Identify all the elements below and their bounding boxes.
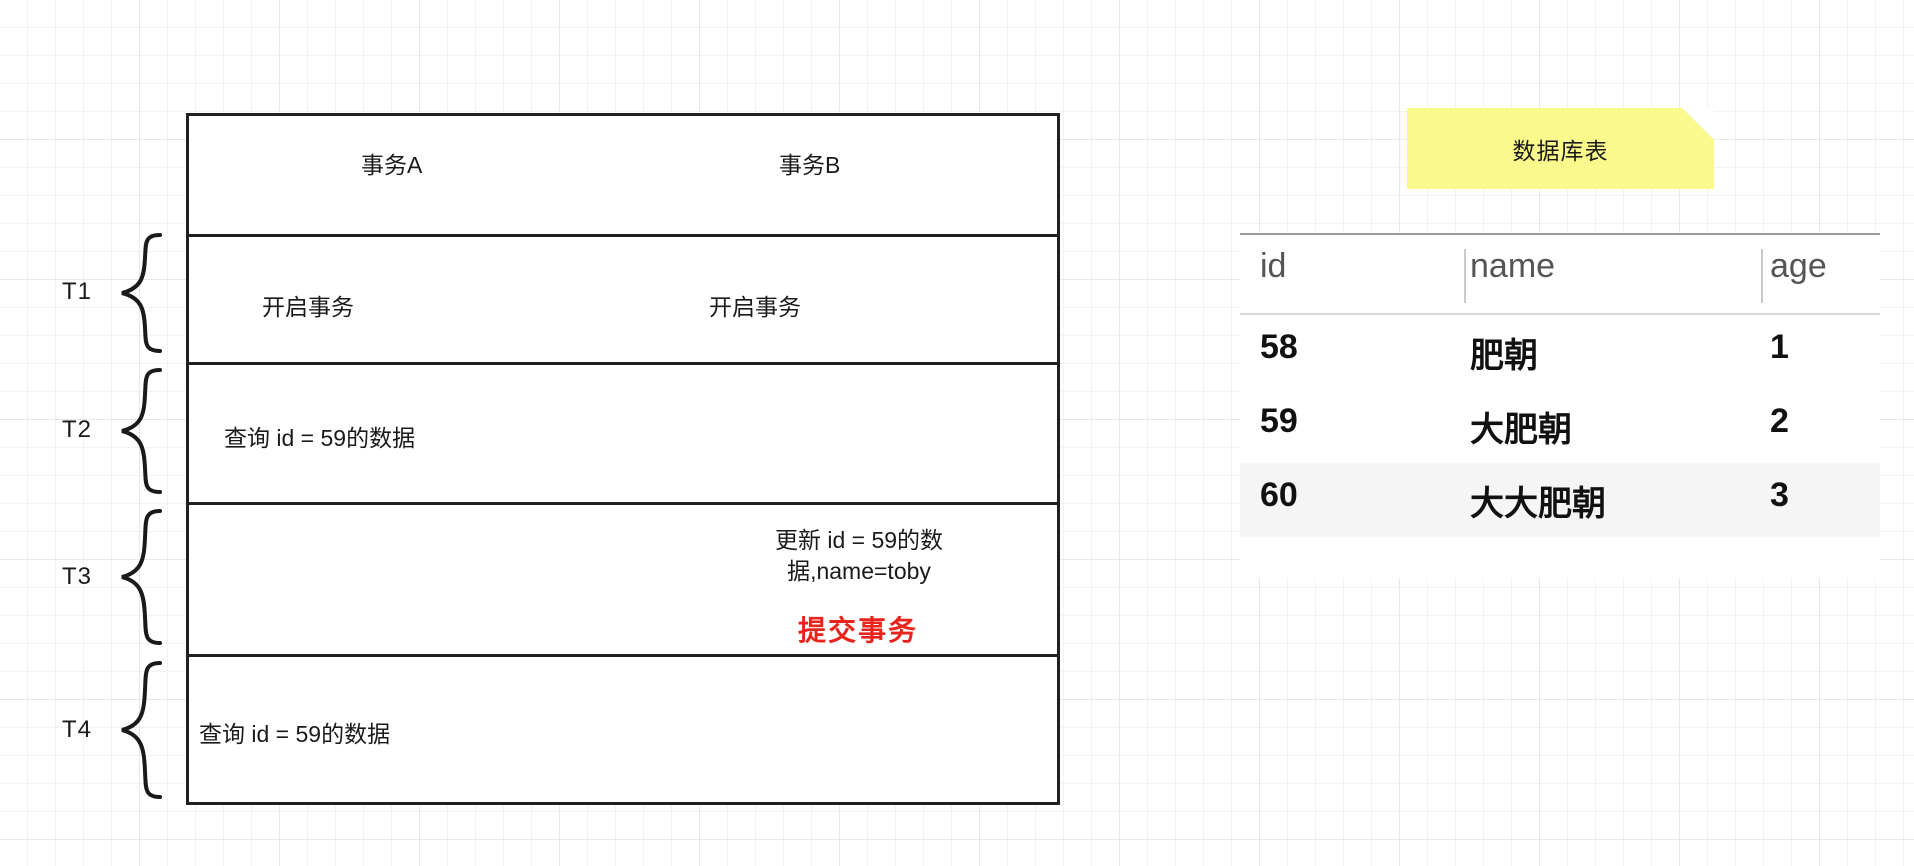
diagram-header-row: 事务A 事务B bbox=[189, 116, 1057, 234]
sticky-note-fold-cut bbox=[1682, 108, 1714, 140]
t1-transaction-b-action: 开启事务 bbox=[709, 294, 801, 320]
cell-age: 2 bbox=[1770, 402, 1789, 440]
cell-id: 59 bbox=[1260, 402, 1298, 440]
sticky-note-body bbox=[1407, 108, 1714, 189]
diagram-row-t3: 更新 id = 59的数据,name=toby 提交事务 bbox=[189, 502, 1057, 654]
t3-commit-highlight: 提交事务 bbox=[797, 615, 918, 646]
t1-transaction-a-action: 开启事务 bbox=[262, 294, 354, 320]
column-divider-1 bbox=[1464, 249, 1466, 303]
brace-t1 bbox=[108, 232, 168, 354]
column-header-age: age bbox=[1770, 247, 1827, 285]
cell-id: 58 bbox=[1260, 328, 1298, 366]
brace-t4 bbox=[108, 660, 168, 800]
t2-transaction-a-action: 查询 id = 59的数据 bbox=[224, 425, 416, 451]
sticky-note-label: 数据库表 bbox=[1512, 137, 1609, 164]
transaction-a-label: 事务A bbox=[361, 152, 423, 178]
sticky-note[interactable]: 数据库表 bbox=[1407, 108, 1714, 189]
table-row: 60 大大肥朝 3 bbox=[1240, 463, 1880, 537]
cell-age: 1 bbox=[1770, 328, 1789, 366]
column-header-name: name bbox=[1470, 247, 1556, 285]
cell-name: 肥朝 bbox=[1470, 337, 1538, 375]
column-header-id: id bbox=[1260, 247, 1287, 285]
table-row: 59 大肥朝 2 bbox=[1240, 389, 1880, 463]
cell-age: 3 bbox=[1770, 476, 1789, 514]
database-table: id name age 58 肥朝 1 59 大肥朝 2 60 大大肥朝 3 bbox=[1240, 233, 1880, 578]
cell-id: 60 bbox=[1260, 476, 1298, 514]
brace-t1-label: T1 bbox=[62, 278, 93, 305]
table-row: 58 肥朝 1 bbox=[1240, 315, 1880, 389]
diagram-row-t4: 查询 id = 59的数据 bbox=[189, 654, 1057, 799]
column-divider-2 bbox=[1761, 249, 1763, 303]
diagram-row-t2: 查询 id = 59的数据 bbox=[189, 362, 1057, 502]
t4-transaction-a-action: 查询 id = 59的数据 bbox=[199, 721, 391, 747]
diagram-row-t1: 开启事务 开启事务 bbox=[189, 234, 1057, 362]
brace-t2 bbox=[108, 367, 168, 495]
transaction-diagram: 事务A 事务B 开启事务 开启事务 查询 id = 59的数据 更新 id = … bbox=[186, 113, 1060, 805]
brace-t4-label: T4 bbox=[62, 716, 93, 743]
cell-name: 大大肥朝 bbox=[1470, 485, 1606, 523]
brace-t2-label: T2 bbox=[62, 416, 93, 443]
transaction-b-label: 事务B bbox=[779, 152, 841, 178]
cell-name: 大肥朝 bbox=[1470, 411, 1572, 449]
table-header-row: id name age bbox=[1240, 235, 1880, 315]
t3-transaction-b-action: 更新 id = 59的数据,name=toby bbox=[774, 527, 944, 584]
brace-t3 bbox=[108, 508, 168, 646]
brace-t3-label: T3 bbox=[62, 563, 93, 590]
